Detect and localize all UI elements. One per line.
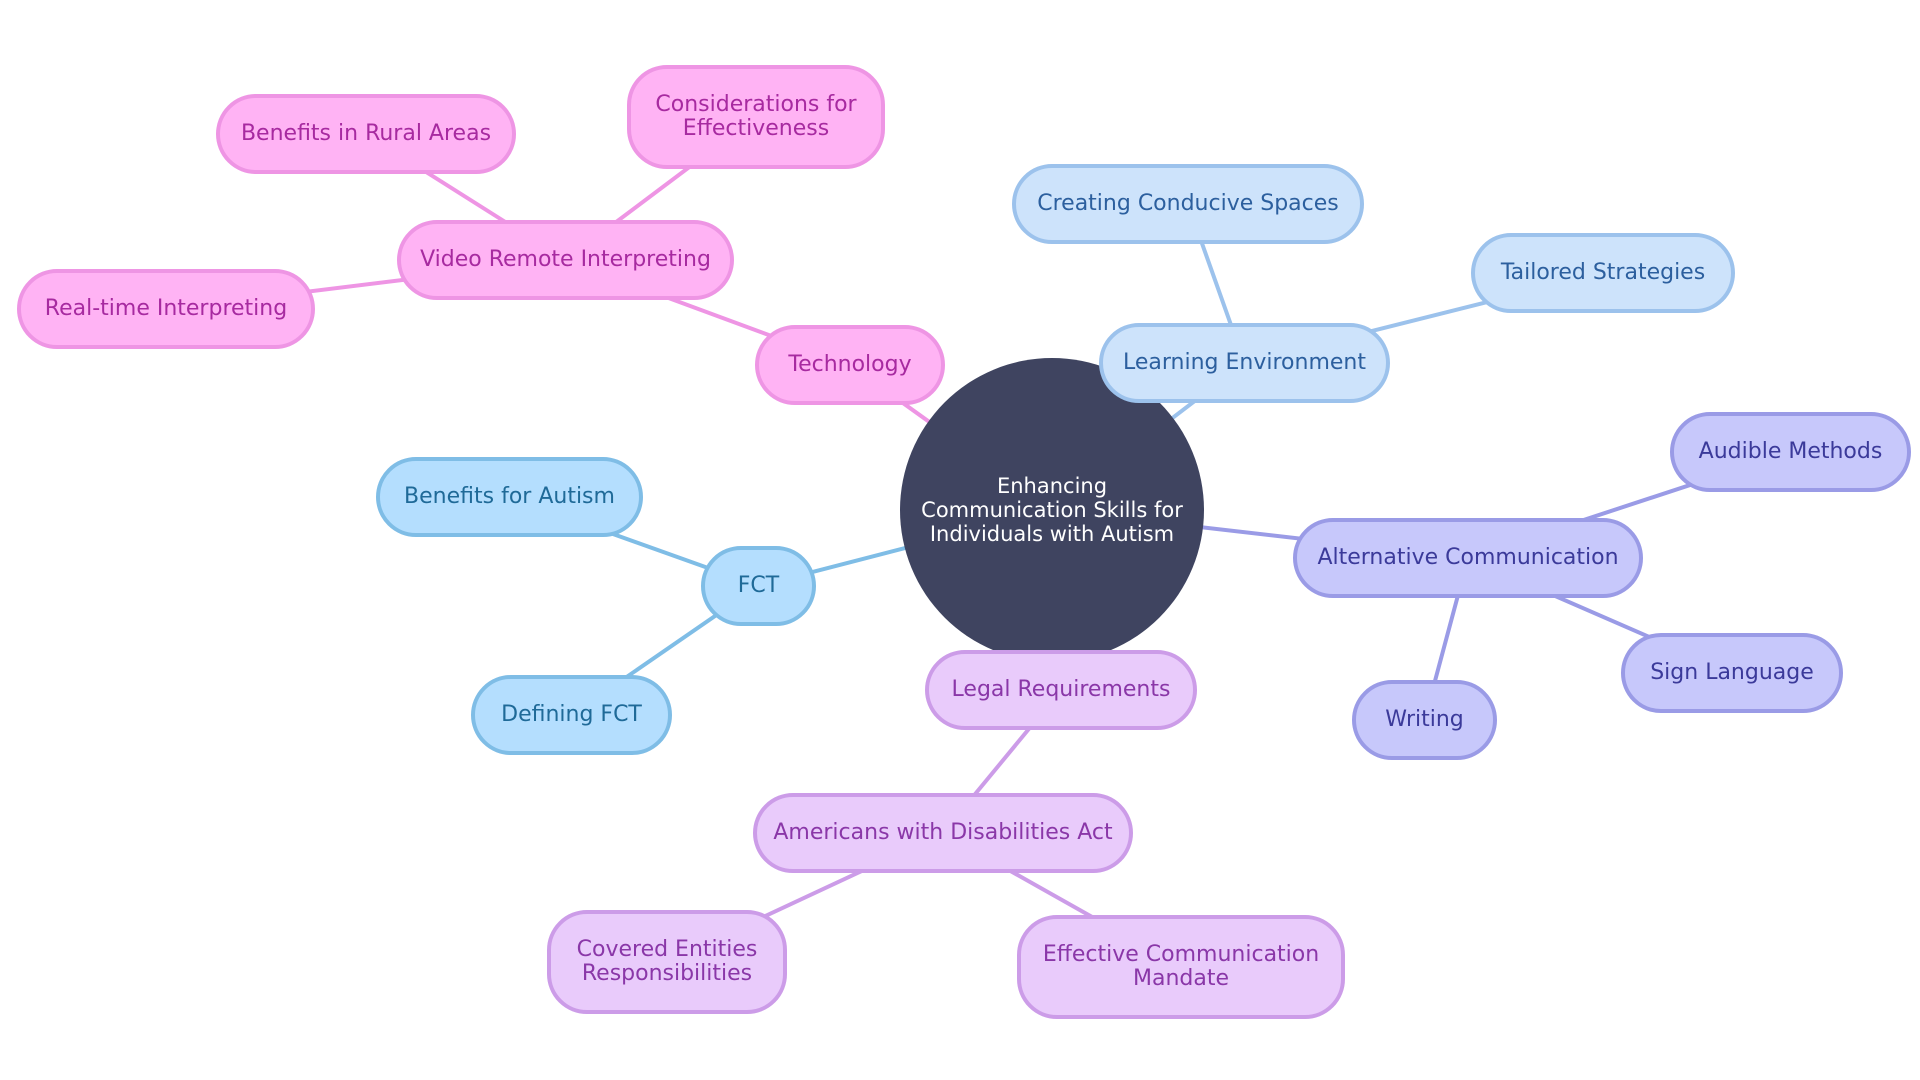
node-label-creating-conducive-spaces: Creating Conducive Spaces: [1037, 190, 1339, 216]
node-label-benefits-for-autism: Benefits for Autism: [404, 483, 615, 509]
node-fct[interactable]: FCT: [701, 546, 816, 626]
node-label-writing: Writing: [1385, 706, 1464, 732]
node-defining-fct[interactable]: Defining FCT: [471, 675, 672, 755]
node-considerations-for-effectiveness[interactable]: Considerations for Effectiveness: [627, 65, 885, 169]
node-label-technology: Technology: [788, 351, 912, 377]
node-video-remote-interpreting[interactable]: Video Remote Interpreting: [397, 220, 734, 300]
node-label-tailored-strategies: Tailored Strategies: [1500, 259, 1706, 285]
node-creating-conducive-spaces[interactable]: Creating Conducive Spaces: [1012, 164, 1364, 244]
node-label-video-remote-interpreting: Video Remote Interpreting: [420, 246, 711, 272]
node-label-covered-entities-responsibilities: Covered Entities Responsibilities: [576, 936, 758, 986]
node-label-considerations-for-effectiveness: Considerations for Effectiveness: [655, 91, 857, 141]
node-legal-requirements[interactable]: Legal Requirements: [925, 650, 1197, 730]
node-effective-communication-mandate[interactable]: Effective Communication Mandate: [1017, 915, 1345, 1019]
node-real-time-interpreting[interactable]: Real-time Interpreting: [17, 269, 315, 349]
node-label-audible-methods: Audible Methods: [1698, 438, 1883, 464]
node-label-americans-with-disabilities-act: Americans with Disabilities Act: [773, 819, 1113, 845]
node-learning-environment[interactable]: Learning Environment: [1099, 323, 1390, 403]
node-label-benefits-in-rural-areas: Benefits in Rural Areas: [240, 120, 492, 146]
node-label-learning-environment: Learning Environment: [1123, 349, 1366, 375]
node-alternative-communication[interactable]: Alternative Communication: [1293, 518, 1643, 598]
node-label-alternative-communication: Alternative Communication: [1317, 544, 1619, 570]
center-node[interactable]: Enhancing Communication Skills for Indiv…: [900, 358, 1204, 662]
node-covered-entities-responsibilities[interactable]: Covered Entities Responsibilities: [547, 910, 787, 1014]
node-benefits-in-rural-areas[interactable]: Benefits in Rural Areas: [216, 94, 516, 174]
node-technology[interactable]: Technology: [755, 325, 945, 405]
node-label-effective-communication-mandate: Effective Communication Mandate: [1042, 941, 1320, 991]
node-label-defining-fct: Defining FCT: [501, 701, 642, 727]
node-americans-with-disabilities-act[interactable]: Americans with Disabilities Act: [753, 793, 1133, 873]
node-label-fct: FCT: [737, 572, 780, 598]
node-benefits-for-autism[interactable]: Benefits for Autism: [376, 457, 643, 537]
center-node-label: Enhancing Communication Skills for Indiv…: [921, 473, 1183, 547]
node-tailored-strategies[interactable]: Tailored Strategies: [1471, 233, 1735, 313]
node-writing[interactable]: Writing: [1352, 680, 1497, 760]
node-sign-language[interactable]: Sign Language: [1621, 633, 1843, 713]
node-label-sign-language: Sign Language: [1650, 659, 1814, 685]
node-audible-methods[interactable]: Audible Methods: [1670, 412, 1911, 492]
node-label-legal-requirements: Legal Requirements: [951, 676, 1171, 702]
node-label-real-time-interpreting: Real-time Interpreting: [44, 295, 288, 321]
